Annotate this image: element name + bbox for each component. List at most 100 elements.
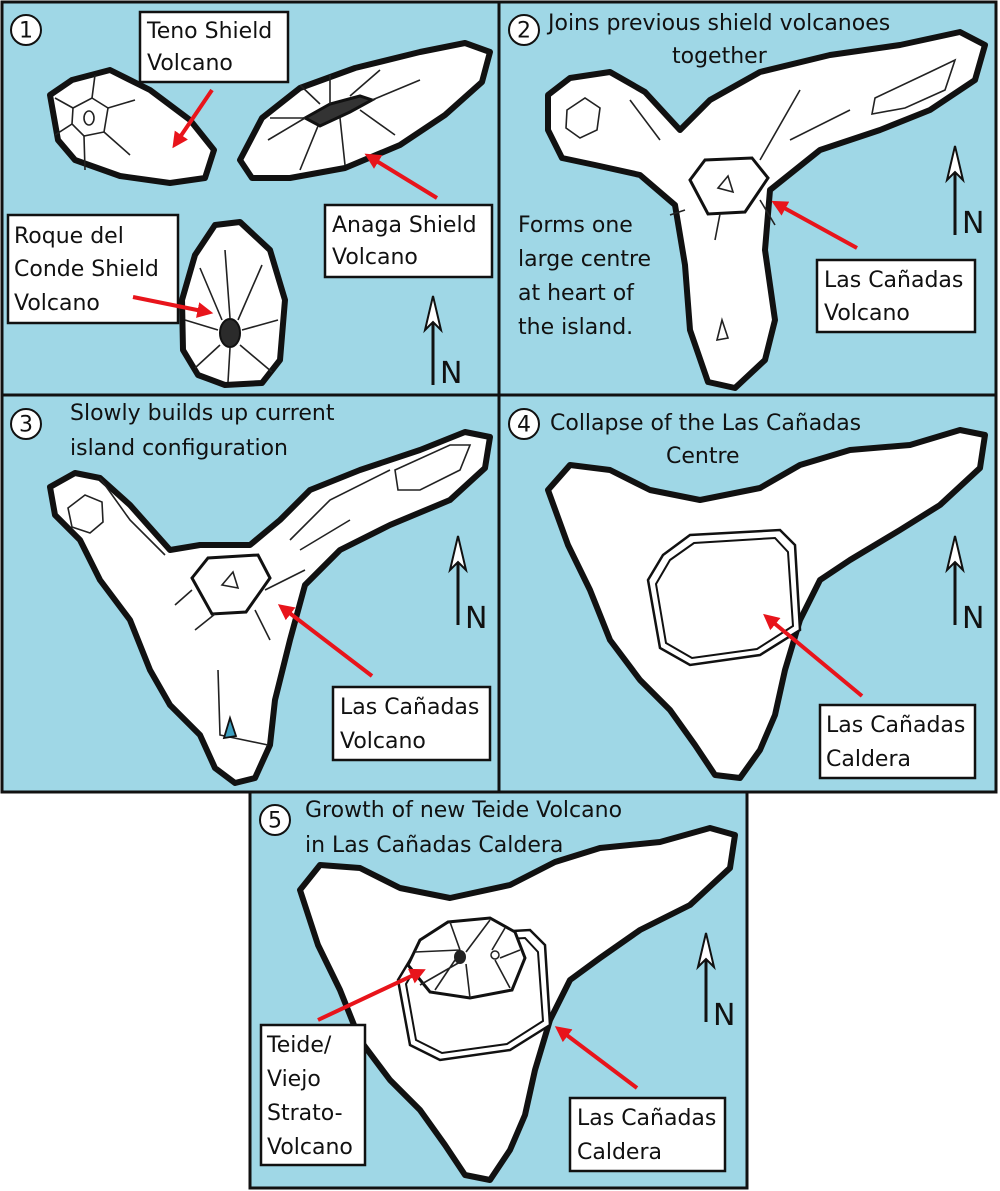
panel-1: 1 Teno Shield Volcano Anaga Shield Volca… bbox=[0, 0, 501, 397]
panel-4-title-line1: Collapse of the Las Cañadas bbox=[550, 411, 861, 436]
roque-label-line2: Conde Shield bbox=[14, 257, 159, 282]
panel-3-number-circle bbox=[10, 408, 42, 440]
teno-label-line2: Volcano bbox=[147, 51, 233, 76]
north-label: N bbox=[962, 601, 984, 636]
panel-3-teno-ring bbox=[67, 494, 104, 534]
panel-5-title-line2: in Las Cañadas Caldera bbox=[305, 833, 563, 858]
panel-3-anaga-ring bbox=[394, 444, 472, 491]
anaga-shield-shape bbox=[237, 40, 493, 181]
panel-4-caldera-label-line1: Las Cañadas bbox=[826, 713, 965, 738]
panel-5-caldera-arrow bbox=[554, 1026, 639, 1090]
panel-3-title-line1: Slowly builds up current bbox=[70, 401, 335, 426]
panel-5-number-circle bbox=[259, 804, 291, 836]
panel-2-note-line1: Forms one bbox=[518, 213, 633, 238]
panel-5-number: 5 bbox=[268, 809, 282, 834]
north-arrow-icon: N bbox=[696, 932, 735, 1033]
panel-5-caldera-label-box bbox=[568, 1096, 727, 1173]
roque-radial-lines bbox=[184, 249, 279, 383]
panel-3-anaga-ridge bbox=[289, 469, 391, 551]
teide-label-line2: Viejo bbox=[267, 1067, 321, 1092]
panel-5-title-line1: Growth of new Teide Volcano bbox=[305, 798, 622, 823]
panel-3-cone-lines bbox=[174, 569, 306, 641]
panel-5: 5 Growth of new Teide Volcano in Las Cañ… bbox=[248, 790, 749, 1190]
panel-2-title-line1: Joins previous shield volcanoes bbox=[546, 11, 890, 36]
panel-2-number-circle bbox=[508, 14, 540, 46]
teno-arrow bbox=[172, 88, 214, 149]
panel-1-number-circle bbox=[10, 14, 42, 46]
panel-2-crater bbox=[716, 174, 735, 194]
roque-vent bbox=[219, 318, 241, 348]
teno-label-line1: Teno Shield bbox=[146, 19, 272, 44]
teide-label-line3: Strato- bbox=[267, 1101, 343, 1126]
panel-2-canadas-arrow bbox=[771, 200, 858, 250]
panel-3-canadas-label-box bbox=[331, 685, 492, 762]
north-label: N bbox=[465, 601, 487, 636]
anaga-label-box bbox=[323, 203, 494, 279]
panel-3-canadas-arrow bbox=[277, 604, 374, 678]
north-arrow-icon: N bbox=[945, 535, 984, 636]
teide-radial-lines bbox=[414, 919, 521, 999]
panel-3-canadas-label-line2: Volcano bbox=[340, 729, 426, 754]
roque-label-box bbox=[6, 213, 180, 325]
panel-2-title-line2: together bbox=[672, 44, 768, 69]
roque-label-line3: Volcano bbox=[14, 291, 100, 316]
panel-2-number: 2 bbox=[517, 19, 531, 44]
anaga-arrow bbox=[364, 153, 439, 200]
roque-label-line1: Roque del bbox=[14, 224, 124, 249]
north-label: N bbox=[962, 206, 984, 241]
teide-label-line1: Teide/ bbox=[266, 1033, 332, 1058]
panel-3-canadas-label-line1: Las Cañadas bbox=[340, 695, 479, 720]
anaga-radial-lines bbox=[267, 69, 421, 171]
north-label: N bbox=[713, 998, 735, 1033]
panel-2-south-vent bbox=[715, 317, 730, 342]
panel-3-island bbox=[47, 429, 493, 786]
panel-4-number: 4 bbox=[517, 413, 531, 438]
panel-2: 2 Joins previous shield volcanoes togeth… bbox=[497, 0, 998, 397]
anaga-label-line1: Anaga Shield bbox=[332, 213, 477, 238]
north-arrow-icon: N bbox=[448, 535, 487, 636]
panel-2-cone-lines bbox=[669, 199, 776, 241]
panel-2-canadas-label-line1: Las Cañadas bbox=[824, 268, 963, 293]
teno-vent bbox=[83, 110, 95, 126]
teide-summit-vent bbox=[454, 950, 466, 964]
panel-2-teno-ring bbox=[565, 97, 601, 139]
panel-2-note-line3: at heart of bbox=[518, 281, 635, 306]
teide-cone bbox=[406, 916, 527, 1000]
teide-arrow bbox=[317, 968, 426, 1022]
viejo-summit-vent bbox=[490, 950, 500, 960]
panel-3-teno-ridge bbox=[99, 477, 166, 556]
panel-5-caldera-label-line2: Caldera bbox=[577, 1140, 662, 1165]
teno-label-box bbox=[138, 10, 290, 84]
panel-2-canadas-label-box bbox=[815, 258, 977, 334]
teno-radial-lines bbox=[54, 74, 136, 171]
panel-4-caldera-label-line2: Caldera bbox=[826, 747, 911, 772]
panel-3-title-line2: island configuration bbox=[70, 436, 288, 461]
panel-2-note-line2: large centre bbox=[518, 247, 651, 272]
roque-arrow bbox=[132, 295, 214, 318]
panel-3-crater bbox=[220, 570, 240, 590]
panel-2-central-cone bbox=[688, 156, 770, 216]
north-arrow-icon: N bbox=[423, 295, 462, 391]
panel-4-title-line2: Centre bbox=[666, 444, 740, 469]
panel-3-central-cone bbox=[190, 553, 272, 616]
panel-2-ridge-lines bbox=[629, 89, 851, 161]
panel-3-number: 3 bbox=[19, 413, 33, 438]
panel-5-caldera-label-line1: Las Cañadas bbox=[577, 1106, 716, 1131]
panel-3-south-ridge bbox=[217, 669, 269, 746]
teide-label-box bbox=[259, 1023, 367, 1167]
panel-4-number-circle bbox=[508, 408, 540, 440]
north-arrow-icon: N bbox=[945, 145, 984, 241]
panel-4-caldera-arrow bbox=[763, 613, 864, 698]
panel-1-number: 1 bbox=[19, 19, 33, 44]
panel-2-anaga-ring bbox=[870, 58, 957, 115]
north-label: N bbox=[440, 356, 462, 391]
anaga-label-line2: Volcano bbox=[332, 245, 418, 270]
caldera-inner-rim bbox=[654, 536, 795, 660]
panel-2-canadas-label-line2: Volcano bbox=[824, 301, 910, 326]
panel-4-caldera-label-box bbox=[818, 703, 977, 780]
roque-shield-shape bbox=[179, 219, 288, 388]
panel-2-note-line4: the island. bbox=[518, 315, 633, 340]
panel-4: 4 Collapse of the Las Cañadas Centre Las… bbox=[497, 393, 998, 794]
panel-3: 3 Slowly builds up current island config… bbox=[0, 393, 501, 794]
panel-3-south-vent bbox=[222, 715, 238, 740]
